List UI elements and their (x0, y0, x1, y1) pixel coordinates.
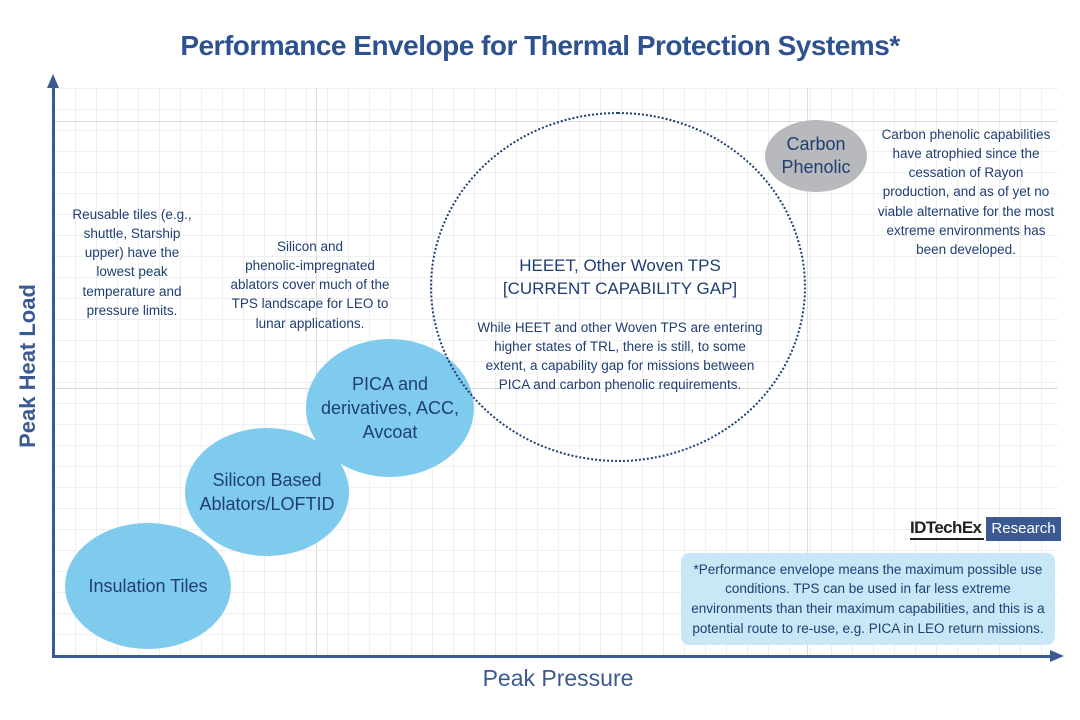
silicon-phenolic-note: Silicon and phenolic-impregnated ablator… (215, 237, 405, 333)
insulation-tiles-ellipse: Insulation Tiles (65, 523, 231, 649)
capability-gap-text-line: While HEET and other Woven TPS are enter… (477, 320, 763, 335)
gridline-major (316, 88, 317, 656)
capability-gap-text-line: higher states of TRL, there is still, to… (494, 338, 746, 354)
capability-gap-text-line: extent, a capability gap for missions be… (485, 357, 755, 373)
note-line: upper) have the (84, 245, 180, 261)
capability-gap-circle (430, 112, 806, 462)
note-line: have atrophied since the (892, 146, 1040, 162)
insulation-tiles-label: Insulation Tiles (88, 575, 208, 596)
y-axis-line (52, 86, 55, 658)
note-line: Carbon phenolic capabilities (881, 127, 1051, 142)
pica-label-line: PICA and (351, 373, 429, 394)
reusable-tiles-note: Reusable tiles (e.g., shuttle, Starship … (62, 205, 202, 320)
silicon-ablators-ellipse: Silicon Based Ablators/LOFTID (185, 428, 349, 556)
silicon-ablators-label-line: Ablators/LOFTID (199, 494, 335, 514)
note-line: lowest peak (96, 264, 168, 280)
note-line: viable alternative for the most (877, 203, 1055, 219)
carbon-phenolic-label-line: Carbon (786, 133, 846, 154)
logo-main-text: IDTechEx (910, 518, 985, 540)
y-axis-label: Peak Heat Load (15, 284, 40, 448)
note-line: ablators cover much of the (230, 277, 390, 293)
chart-title: Performance Envelope for Thermal Protect… (180, 30, 900, 61)
note-line: temperature and (82, 283, 182, 299)
note-line: Reusable tiles (e.g., (72, 207, 192, 222)
pica-label-line: Avcoat (362, 422, 418, 443)
silicon-ablators-label-line: Silicon Based (212, 469, 322, 490)
carbon-phenolic-label-line: Phenolic (781, 157, 851, 177)
capability-gap-text: While HEET and other Woven TPS are enter… (470, 319, 770, 395)
footnote-line: environments than their maximum capabili… (691, 601, 1045, 616)
y-axis-arrow-icon (47, 74, 59, 88)
note-line: production, and as of yet no (882, 184, 1050, 200)
pica-ellipse: PICA and derivatives, ACC, Avcoat (306, 339, 474, 477)
x-axis-label: Peak Pressure (482, 665, 634, 691)
note-line: pressure limits. (86, 302, 178, 318)
capability-gap-text-line: PICA and carbon phenolic requirements. (498, 376, 742, 392)
x-axis-arrow-icon (1050, 650, 1064, 662)
footnote-line: conditions. TPS can be used in far less … (725, 581, 1011, 597)
note-line: TPS landscape for LEO to (231, 296, 389, 312)
note-line: lunar applications. (255, 315, 365, 331)
note-line: shuttle, Starship (83, 226, 181, 242)
gridline-major (807, 88, 808, 656)
note-line: extreme environments has (886, 222, 1046, 238)
note-line: Silicon and (276, 239, 344, 254)
carbon-phenolic-ellipse: Carbon Phenolic (765, 120, 867, 192)
pica-label-line: derivatives, ACC, (320, 397, 460, 418)
note-line: phenolic-impregnated (245, 258, 375, 274)
footnote-line: *Performance envelope means the maximum … (693, 561, 1043, 577)
carbon-phenolic-note: Carbon phenolic capabilities have atroph… (870, 125, 1062, 259)
note-line: cessation of Rayon (908, 165, 1024, 181)
capability-gap-title-line: HEEET, Other Woven TPS (519, 256, 721, 275)
capability-gap-title: HEEET, Other Woven TPS [CURRENT CAPABILI… (470, 255, 770, 301)
footnote-box: *Performance envelope means the maximum … (681, 553, 1055, 645)
footnote-line: potential route to re-use, e.g. PICA in … (692, 620, 1044, 636)
capability-gap-title-line: [CURRENT CAPABILITY GAP] (502, 278, 738, 298)
idtechex-logo: IDTechEx Research (910, 517, 1061, 541)
logo-sub-text: Research (986, 517, 1061, 541)
note-line: been developed. (916, 241, 1016, 257)
x-axis-line (52, 655, 1058, 658)
